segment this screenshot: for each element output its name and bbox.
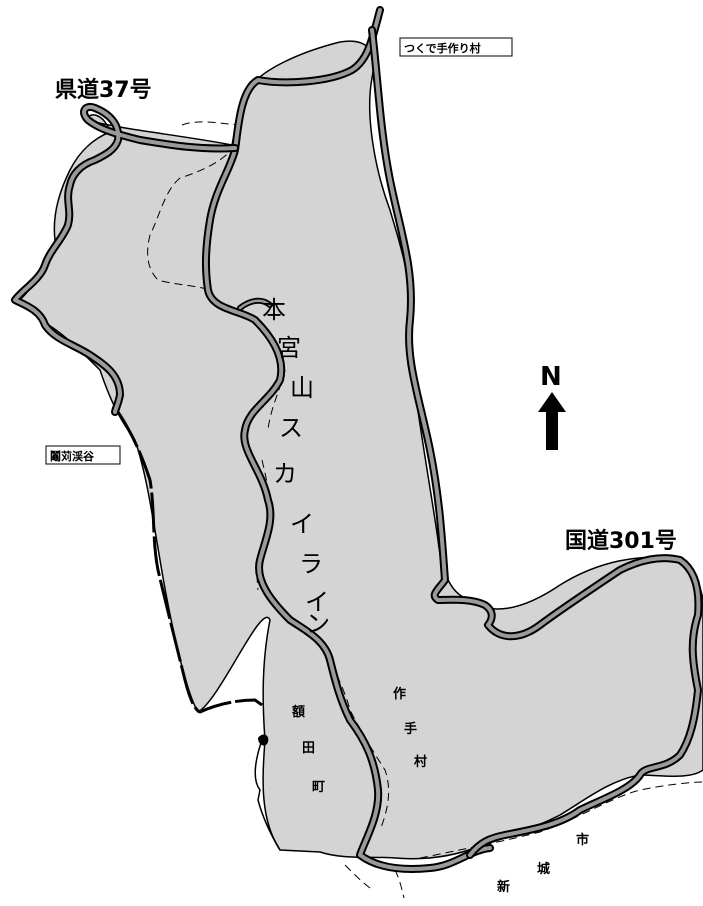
skyline-char: イ: [290, 510, 314, 538]
south-edge: [254, 739, 281, 851]
sakute-char: 村: [414, 754, 427, 770]
road-skyline-fill: [203, 8, 492, 871]
road-spur-fill: [238, 299, 272, 310]
north-label: N: [540, 362, 562, 392]
skyline-char: 山: [290, 374, 314, 402]
north-arrow-icon: [538, 392, 566, 450]
road-37-fill: [13, 105, 237, 414]
nukata-char: 田: [302, 741, 315, 756]
shinshiro-char: 城: [537, 861, 550, 877]
border-blob: [258, 734, 269, 746]
prefecture-border: [116, 411, 263, 714]
skyline-char: イ: [305, 588, 329, 616]
skyline-char: 本: [262, 296, 286, 324]
label-shinshiro: 新 城 市: [497, 832, 589, 895]
label-route-301: 国道301号: [565, 528, 677, 554]
label-keikoku: 鬮苅渓谷: [50, 449, 95, 463]
label-sakute: 作 手 村: [393, 686, 427, 770]
label-box-keikoku: [45, 445, 121, 465]
shinshiro-char: 新: [497, 879, 510, 895]
nukata-char: 町: [312, 780, 325, 795]
roads: [11, 6, 703, 873]
nukata-char: 額: [291, 704, 305, 720]
skyline-char: ラ: [299, 550, 323, 578]
label-box-tsukude: [399, 37, 513, 57]
skyline-char: ス: [279, 414, 303, 442]
road-301-fill: [370, 28, 701, 857]
label-route-37: 県道37号: [55, 77, 152, 103]
skyline-char: カ: [273, 460, 297, 488]
skyline-char: ン: [306, 610, 330, 638]
sakute-char: 作: [393, 686, 406, 702]
label-nukata: 額 田 町: [291, 704, 325, 795]
label-skyline: 本 宮 山 ス カ イ ラ イ ン: [262, 296, 330, 638]
label-tsukude: つくで手作り村: [404, 41, 481, 55]
shinshiro-char: 市: [576, 832, 589, 848]
sakute-char: 手: [404, 721, 417, 737]
skyline-char: 宮: [277, 334, 301, 362]
